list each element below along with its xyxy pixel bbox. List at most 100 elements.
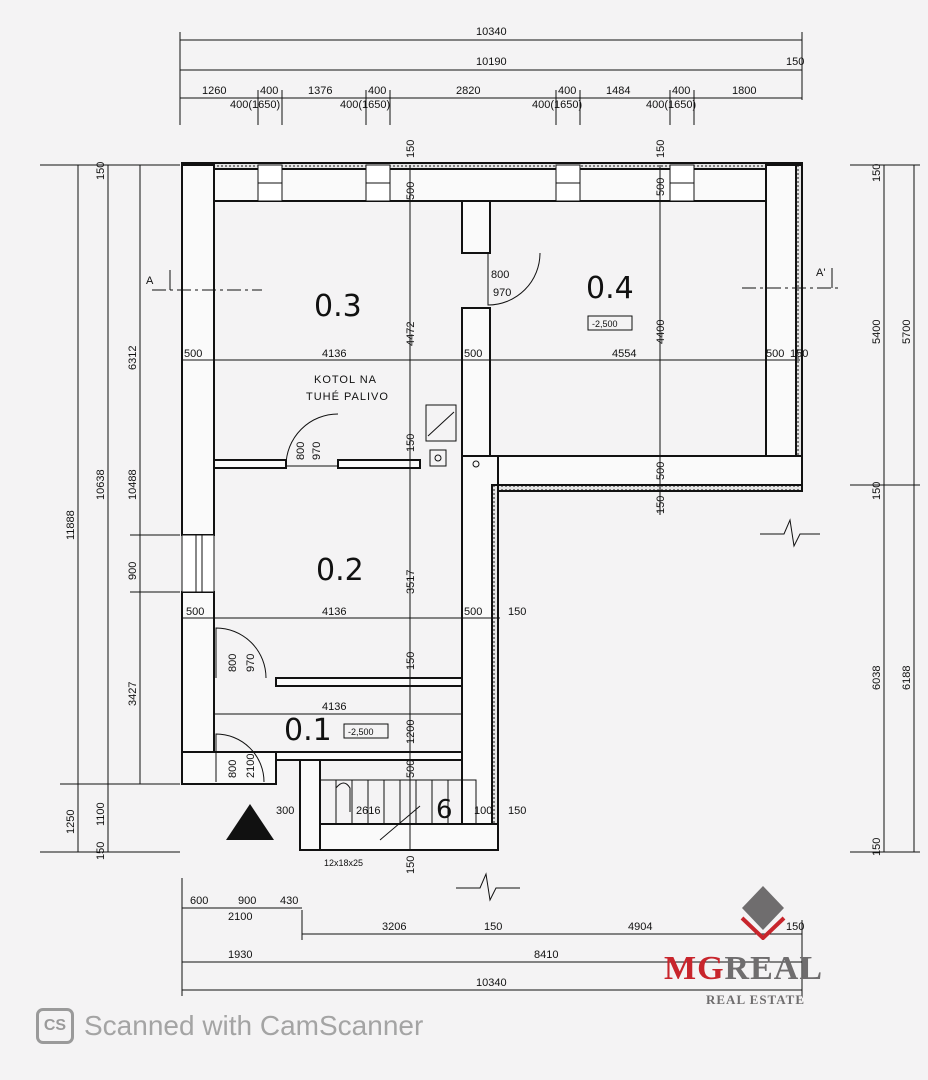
dim-right-5400: 5400 [871,320,883,344]
dim-left-3427: 3427 [127,682,139,706]
dim-room02-width: 4136 [322,606,346,618]
partition-02-01 [275,677,463,687]
dim-v-150-b: 150 [655,140,667,158]
south-insulation-04 [489,484,803,492]
camscanner-watermark: CS Scanned with CamScanner [36,1008,423,1044]
dim-v-500-c: 500 [405,760,417,778]
logo-brand: MGREAL [664,950,823,988]
dim-left-150-bot: 150 [95,842,107,860]
dimension-lines [40,32,920,996]
door-swing-03 [285,413,339,467]
door-03-height: 970 [311,442,323,460]
dim-h-500-d: 500 [186,606,204,618]
door-02-height: 970 [245,654,257,672]
partition-03-02 [213,459,287,469]
dim-v-150-a: 150 [405,140,417,158]
partition-03-02-b [337,459,421,469]
room-label-02: 0.2 [316,553,364,588]
dim-right-150-bot: 150 [871,838,883,856]
stair-spec: 12x18x25 [324,858,363,868]
dim-right-150-top: 150 [871,164,883,182]
drain [472,460,480,468]
camscanner-text: Scanned with CamScanner [84,1010,424,1041]
walls [181,162,803,851]
room-label-04: 0.4 [586,271,634,306]
dim-top-1484: 1484 [606,85,630,97]
entry-arrow-icon [226,804,274,840]
boiler-label-1: KOTOL NA [314,374,377,386]
dim-v-150-mid: 150 [405,434,417,452]
logo-brand-real: REAL [724,950,824,987]
window-west [181,534,215,593]
door-03-width: 800 [295,442,307,460]
dim-bot-430: 430 [280,895,298,907]
dim-left-1100: 1100 [95,802,107,826]
dim-bot-10340: 10340 [476,977,507,989]
dim-left-11888: 11888 [65,510,77,540]
dim-window-2: 400(1650) [340,99,390,111]
dim-room01-width: 4136 [322,701,346,713]
dim-right-6188: 6188 [901,666,913,690]
partition-03-04 [461,200,491,254]
dim-right-6038: 6038 [871,666,883,690]
boiler-label-2: TUHÉ PALIVO [306,390,389,403]
dim-top-400c: 400 [558,85,576,97]
door-04-height: 970 [493,287,511,299]
west-wall [181,164,215,536]
dim-h-300: 300 [276,805,294,817]
dim-v-500-b: 500 [655,178,667,196]
dim-room03-width: 4136 [322,348,346,360]
doors [215,252,541,783]
door-04-width: 800 [491,269,509,281]
dim-h-500-c: 500 [766,348,784,360]
logo-brand-mg: MG [664,950,725,987]
dim-bot-2100: 2100 [228,911,252,923]
east-insulation [795,164,803,492]
door-swing-01 [215,733,265,783]
dim-left-10638: 10638 [95,469,107,500]
south-wall-entry [181,751,277,785]
dim-v-500-a: 500 [405,182,417,200]
dim-v-150-c: 150 [405,652,417,670]
dim-window-1: 400(1650) [230,99,280,111]
dim-h-150-c: 150 [508,805,526,817]
dim-top-1376: 1376 [308,85,332,97]
logo-subtitle: REAL ESTATE [706,992,806,1007]
dim-top-400b: 400 [368,85,386,97]
dim-left-1250: 1250 [65,810,77,834]
dim-room03-height: 4472 [405,322,417,346]
boiler [425,404,457,442]
dim-top-2820: 2820 [456,85,480,97]
dim-bot-3206: 3206 [382,921,406,933]
dim-left-10488: 10488 [127,469,139,500]
mgreal-logo: MGREAL REAL ESTATE [664,884,854,1014]
diamond-logo-icon [740,886,786,940]
dim-top-total: 10340 [476,26,507,38]
dim-bot-4904: 4904 [628,921,652,933]
dim-stair-1: 2616 [356,805,380,817]
dim-room04-width: 4554 [612,348,636,360]
door-01-width: 800 [227,760,239,778]
dim-v-150-mid2: 150 [655,496,667,514]
partition-01-stair [275,751,463,761]
dim-top-400d: 400 [672,85,690,97]
dim-h-500-a: 500 [184,348,202,360]
door-02-width: 800 [227,654,239,672]
room-label-01: 0.1 [284,713,332,748]
dim-bot-1930: 1930 [228,949,252,961]
dim-h-150-a: 150 [790,348,808,360]
stair-west-wall [299,751,321,851]
stairs [319,779,477,841]
dim-right-150-mid: 150 [871,482,883,500]
dim-right-5700: 5700 [901,320,913,344]
dim-bot-150: 150 [484,921,502,933]
dim-stair-2: 100 [474,805,492,817]
dim-left-150-top: 150 [95,162,107,180]
dim-top-1260: 1260 [202,85,226,97]
section-marker-left: A [146,275,154,287]
dim-h-500-e: 500 [464,606,482,618]
room-label-03: 0.3 [314,289,362,324]
level-badge-04: -2,500 [592,319,618,329]
dim-room02-height: 3517 [405,570,417,594]
dim-top-1800: 1800 [732,85,756,97]
